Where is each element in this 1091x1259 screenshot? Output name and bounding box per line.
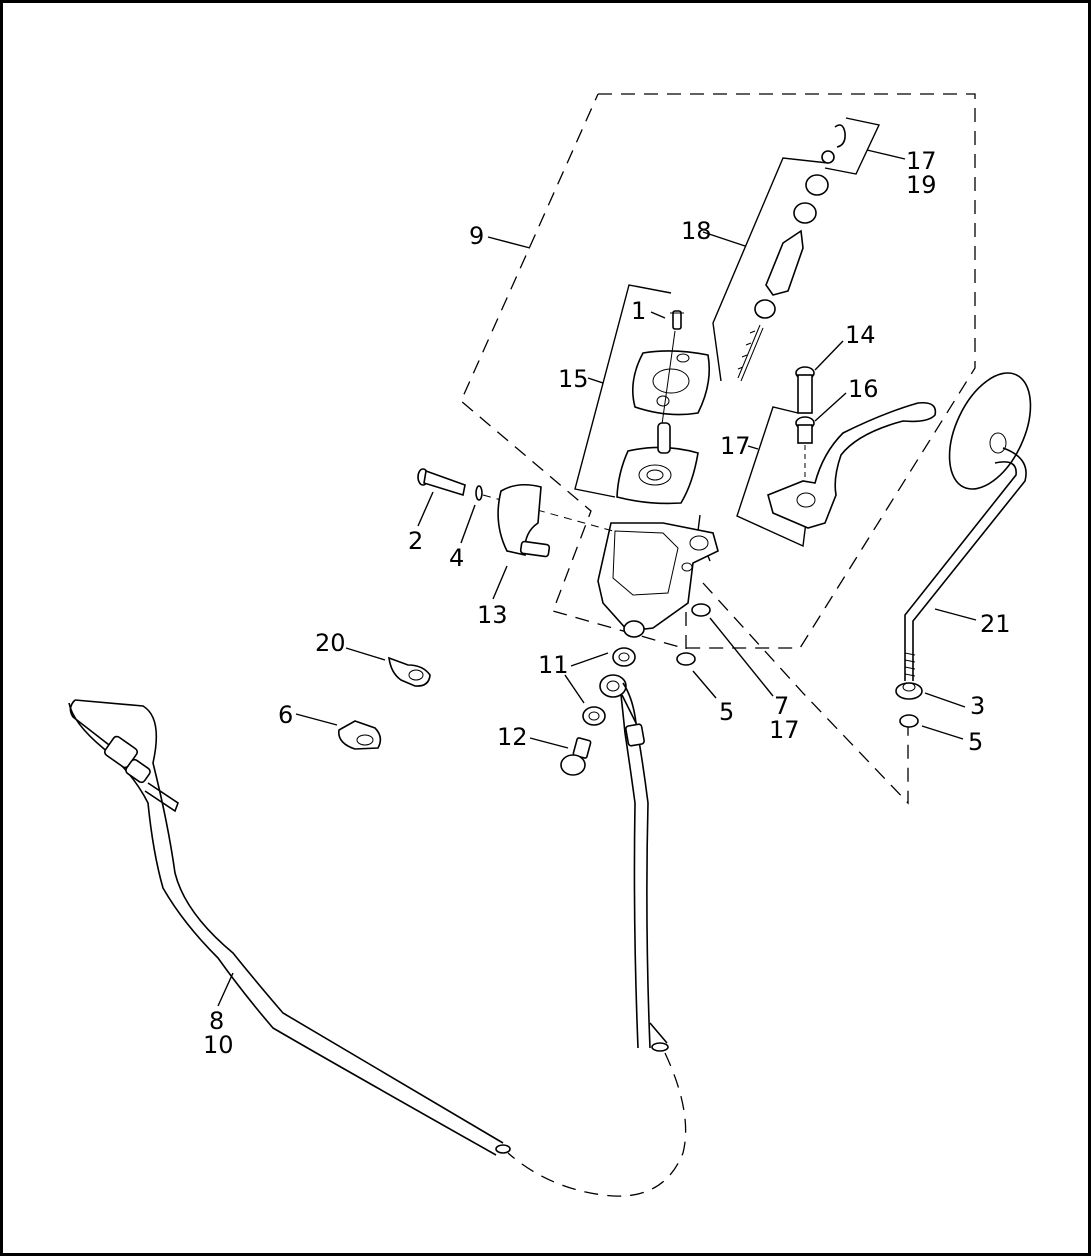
leader-16 (814, 392, 847, 422)
callout-9: 9 (469, 222, 484, 250)
callout-8: 8 (209, 1007, 224, 1035)
bracket-18 (712, 157, 829, 382)
leader-9 (487, 236, 531, 249)
callout-4: 4 (449, 544, 464, 572)
callout-12: 12 (497, 723, 528, 751)
callout-11: 11 (538, 651, 569, 679)
mirror (904, 372, 1032, 681)
callout-6: 6 (278, 701, 293, 729)
leader-2 (417, 491, 434, 527)
callout-1: 1 (631, 297, 646, 325)
washer-5a (676, 652, 696, 666)
leader-13 (492, 565, 508, 600)
leader-5a (692, 670, 717, 699)
leader-21 (934, 608, 977, 621)
callout-5-mirror: 5 (968, 728, 983, 756)
clutch-hose (599, 674, 669, 1052)
leader-14 (814, 340, 844, 371)
callout-18: 18 (681, 217, 712, 245)
leader-7 (709, 617, 774, 697)
banjo-bolt (560, 737, 592, 776)
mirror-nut (895, 682, 923, 700)
bracket-17-19 (824, 117, 881, 175)
pivot-screw (417, 468, 466, 497)
leader-17-19 (866, 149, 906, 160)
assembly-boundary-9 (460, 93, 976, 649)
leader-3 (924, 692, 966, 708)
leader-8 (217, 972, 234, 1007)
exploded-parts-diagram: 1 2 3 4 5 5 6 7 17 8 10 9 11 12 13 14 15… (68, 93, 1032, 1197)
crush-washer-upper (612, 647, 636, 667)
leader-11b (564, 674, 585, 704)
reservoir-cover (632, 350, 711, 416)
leader-6 (295, 713, 338, 726)
callout-10: 10 (203, 1031, 234, 1059)
clutch-lever (767, 401, 937, 529)
callout-21: 21 (980, 610, 1011, 638)
pivot-pin (795, 366, 815, 414)
leader-15 (587, 377, 604, 384)
callout-3: 3 (970, 692, 985, 720)
clutch-cable (68, 699, 511, 1156)
o-ring (475, 485, 483, 501)
washer-5b (899, 714, 919, 728)
leader-18 (702, 231, 746, 247)
leader-12 (529, 737, 569, 749)
leader-5b (921, 725, 964, 740)
callout-19: 19 (906, 171, 937, 199)
leader-20 (345, 647, 386, 661)
cable-clip-6 (338, 720, 382, 750)
retaining-clip (691, 603, 711, 617)
leader-4 (460, 504, 476, 544)
cable-clip-20 (388, 656, 431, 687)
mirror-mount-dash (702, 582, 909, 805)
callout-17-clip: 17 (769, 716, 800, 744)
hose-loop-dash (507, 1052, 687, 1197)
leader-1 (650, 311, 666, 319)
callout-17-top: 17 (906, 147, 937, 175)
callout-5-clip: 5 (719, 698, 734, 726)
piston-assembly (737, 124, 846, 382)
cover-screw (670, 310, 684, 330)
bracket-17-lever (736, 406, 807, 548)
screw-axis-2 (482, 494, 614, 532)
master-cylinder-body (597, 522, 719, 638)
callout-7: 7 (774, 692, 789, 720)
callout-17-lever: 17 (720, 432, 751, 460)
pivot-bushing (795, 416, 815, 444)
callout-13: 13 (477, 601, 508, 629)
callout-16: 16 (848, 375, 879, 403)
callout-2: 2 (408, 527, 423, 555)
reservoir-diaphragm (616, 422, 699, 505)
callout-20: 20 (315, 629, 346, 657)
crush-washer-lower (582, 706, 606, 726)
leader-11a (570, 652, 609, 667)
bracket-15 (574, 284, 672, 498)
callout-15: 15 (558, 365, 589, 393)
switch-housing (497, 483, 551, 558)
leader-17-lever (747, 445, 759, 450)
callout-14: 14 (845, 321, 876, 349)
